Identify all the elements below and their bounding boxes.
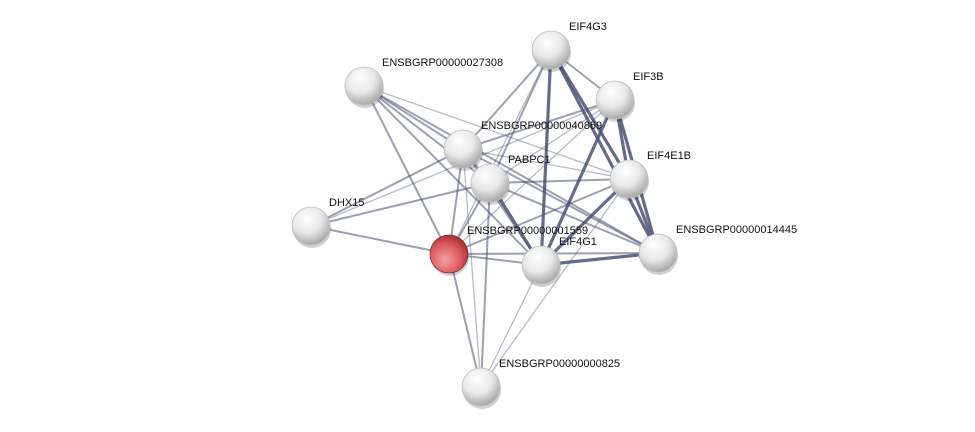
node-N14445[interactable]: ENSBGRP00000014445	[638, 224, 797, 275]
node-label: EIF4G1	[559, 236, 597, 248]
edge-PABPC1-N00825[interactable]	[480, 182, 491, 388]
edge-N40869-EIF4E1B[interactable]	[462, 148, 630, 180]
node-label: DHX15	[329, 197, 364, 209]
edge-DHX15-N01559[interactable]	[310, 225, 450, 255]
edge-N27308-EIF4G1[interactable]	[363, 85, 542, 266]
edge-EIF4G3-EIF4G1[interactable]	[539, 49, 553, 266]
edge-EIF4G1-N00825[interactable]	[480, 264, 542, 388]
edge-EIF3B-PABPC1[interactable]	[489, 99, 616, 184]
node-label: ENSBGRP00000027308	[382, 57, 503, 69]
edge-N27308-N01559[interactable]	[363, 85, 450, 255]
protein-node[interactable]	[344, 66, 384, 106]
edge-PABPC1-DHX15[interactable]	[310, 182, 491, 227]
node-DHX15[interactable]: DHX15	[291, 197, 364, 248]
edge-EIF4E1B-N01559[interactable]	[448, 178, 630, 255]
edge-N01559-N00825[interactable]	[448, 253, 482, 388]
edge-EIF4G3-PABPC1[interactable]	[489, 49, 552, 184]
edge-EIF3B-N01559[interactable]	[448, 99, 616, 255]
protein-node[interactable]	[461, 367, 501, 407]
edge-EIF4G1-N14445[interactable]	[540, 251, 659, 267]
protein-node[interactable]	[443, 129, 483, 169]
edge-PABPC1-N14445[interactable]	[489, 182, 659, 254]
protein-node[interactable]	[638, 233, 678, 273]
node-EIF4E1B[interactable]: EIF4E1B	[609, 150, 691, 201]
node-label: EIF4E1B	[647, 150, 691, 162]
node-label: PABPC1	[508, 154, 551, 166]
node-EIF3B[interactable]: EIF3B	[595, 71, 664, 122]
edge-N40869-DHX15[interactable]	[310, 148, 464, 227]
edge-EIF4G3-N40869[interactable]	[462, 49, 552, 150]
node-label: EIF4G3	[569, 21, 607, 33]
edge-PABPC1-EIF4E1B[interactable]	[489, 178, 630, 184]
node-PABPC1[interactable]: PABPC1	[470, 154, 551, 205]
node-EIF4G1[interactable]: EIF4G1	[521, 236, 597, 287]
node-label: ENSBGRP00000014445	[676, 224, 797, 236]
protein-node[interactable]	[521, 245, 561, 285]
node-label: ENSBGRP00000000825	[499, 358, 620, 370]
edge-EIF4G3-N14445[interactable]	[549, 49, 660, 254]
node-N27308[interactable]: ENSBGRP00000027308	[344, 57, 503, 108]
protein-node[interactable]	[470, 163, 510, 203]
edge-EIF3B-N40869[interactable]	[462, 99, 616, 150]
protein-node[interactable]	[595, 80, 635, 120]
protein-node[interactable]	[291, 206, 331, 246]
edge-EIF4E1B-EIF4G1[interactable]	[539, 177, 631, 267]
node-label: EIF3B	[633, 71, 664, 83]
protein-node[interactable]	[531, 30, 571, 70]
query-protein-node[interactable]	[429, 234, 469, 274]
edge-EIF4E1B-N00825[interactable]	[480, 178, 630, 388]
protein-node[interactable]	[609, 159, 649, 199]
node-label: ENSBGRP00000001559	[467, 225, 588, 237]
edge-N27308-N14445[interactable]	[363, 85, 659, 254]
node-N40869[interactable]: ENSBGRP00000040869	[443, 120, 602, 171]
node-EIF4G3[interactable]: EIF4G3	[531, 21, 607, 72]
node-label: ENSBGRP00000040869	[481, 120, 602, 132]
node-N01559[interactable]: ENSBGRP00000001559	[429, 225, 588, 276]
node-N00825[interactable]: ENSBGRP00000000825	[461, 358, 620, 409]
edge-EIF4G3-N01559[interactable]	[448, 49, 552, 255]
edge-EIF3B-EIF4G1[interactable]	[539, 99, 617, 266]
